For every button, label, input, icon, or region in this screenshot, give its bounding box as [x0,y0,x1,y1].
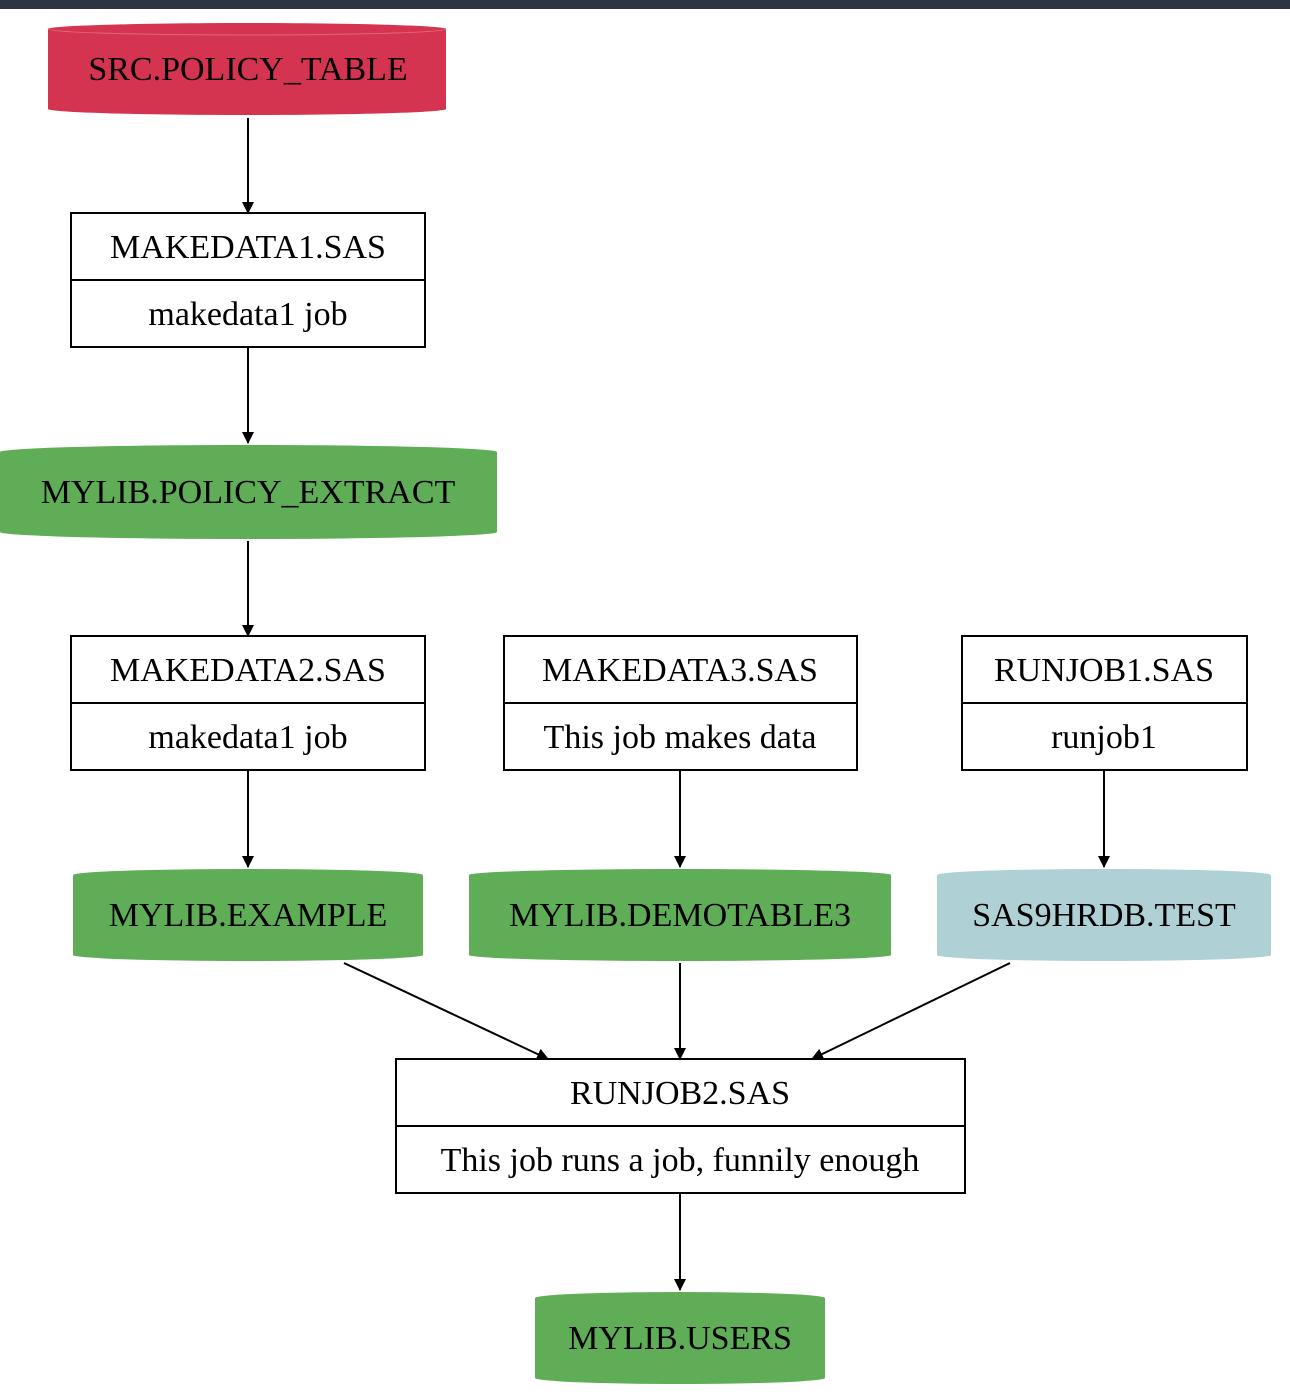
cylinder-rim [47,28,447,36]
node-title: RUNJOB1.SAS [994,652,1214,689]
node-description: This job makes data [544,719,817,756]
cylinder-shape [535,1292,825,1384]
node-title: MAKEDATA2.SAS [110,652,386,689]
cylinder-shape [48,23,446,115]
node-runjob1[interactable]: RUNJOB1.SAS runjob1 [961,635,1248,771]
edges-layer [242,118,1110,1291]
cylinder-shape [937,869,1271,961]
edge-sas9hrdb-test-to-runjob2 [811,962,1011,1060]
cylinder-shape [0,444,497,540]
node-runjob2[interactable]: RUNJOB2.SAS This job runs a job, funnily… [395,1058,966,1194]
node-sas9hrdb-test[interactable]: SAS9HRDB.TEST [937,869,1271,961]
cylinder-shape [73,869,423,961]
edge-mylib-example-to-runjob2 [343,962,549,1060]
node-makedata3[interactable]: MAKEDATA3.SAS This job makes data [503,635,858,771]
node-src-policy-table[interactable]: SRC.POLICY_TABLE [47,23,447,115]
node-makedata1[interactable]: MAKEDATA1.SAS makedata1 job [70,212,426,348]
node-mylib-policy-extract[interactable]: MYLIB.POLICY_EXTRACT [0,444,497,540]
node-mylib-demotable3[interactable]: MYLIB.DEMOTABLE3 [469,869,891,961]
node-title: MAKEDATA1.SAS [110,229,386,266]
node-title: MAKEDATA3.SAS [542,652,818,689]
node-description: runjob1 [1051,719,1157,756]
node-description: This job runs a job, funnily enough [441,1142,920,1179]
node-title: RUNJOB2.SAS [570,1075,790,1112]
node-label: MYLIB.DEMOTABLE3 [509,897,851,934]
node-makedata2[interactable]: MAKEDATA2.SAS makedata1 job [70,635,426,771]
node-label: MYLIB.POLICY_EXTRACT [41,474,456,511]
node-description: makedata1 job [148,296,347,333]
node-mylib-example[interactable]: MYLIB.EXAMPLE [73,869,423,961]
node-mylib-users[interactable]: MYLIB.USERS [535,1292,825,1384]
cylinder-shape [469,869,891,961]
nodes-layer: SRC.POLICY_TABLE MAKEDATA1.SAS makedata1… [0,23,1271,1384]
node-label: MYLIB.USERS [568,1320,792,1357]
node-label: SRC.POLICY_TABLE [88,51,407,88]
node-description: makedata1 job [148,719,347,756]
node-label: SAS9HRDB.TEST [972,897,1236,934]
top-bar [0,0,1290,9]
node-label: MYLIB.EXAMPLE [109,897,388,934]
